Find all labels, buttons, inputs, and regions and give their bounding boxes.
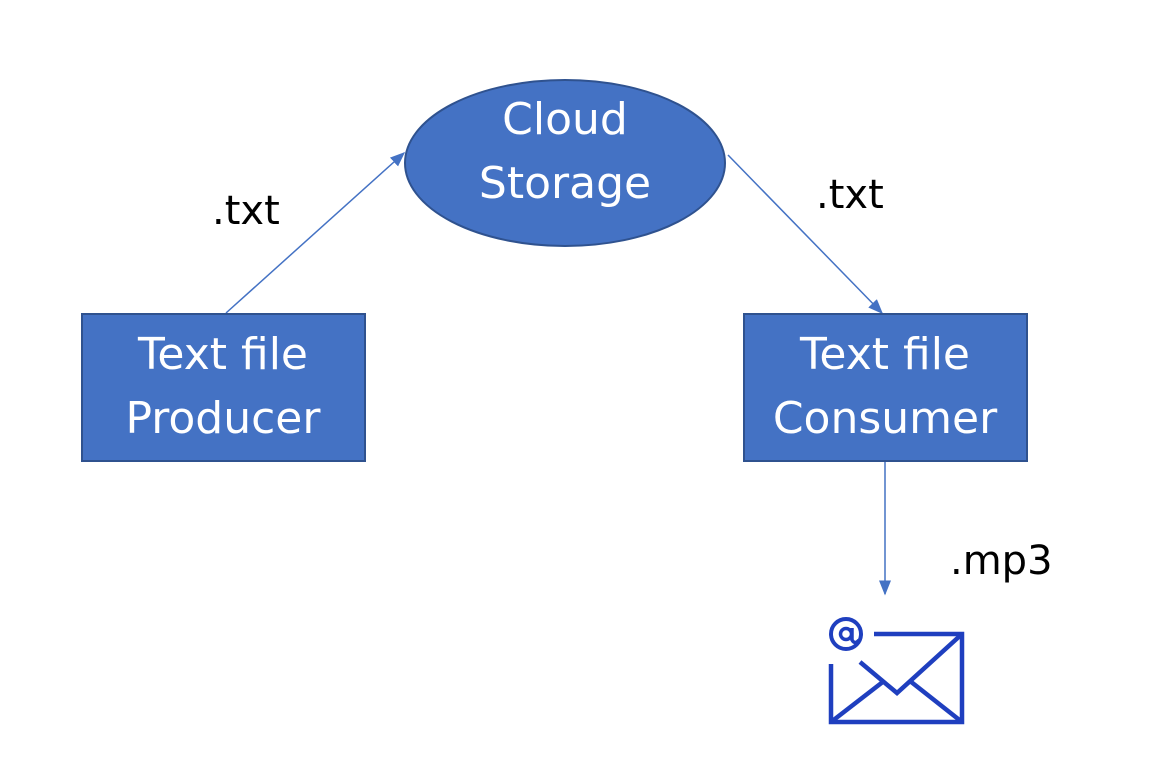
edge-label-producer-to-cloud: .txt xyxy=(212,188,280,234)
edge-producer-to-cloud xyxy=(225,151,406,314)
node-cloud-storage[interactable]: Cloud Storage xyxy=(404,79,726,247)
node-consumer[interactable]: Text file Consumer xyxy=(743,313,1028,462)
node-cloud-storage-line2: Storage xyxy=(479,158,651,209)
node-cloud-storage-line1: Cloud xyxy=(502,94,628,145)
edge-label-cloud-to-consumer: .txt xyxy=(816,172,884,218)
node-producer[interactable]: Text file Producer xyxy=(81,313,366,462)
node-consumer-line2: Consumer xyxy=(773,393,998,444)
edge-label-consumer-to-email: .mp3 xyxy=(950,538,1053,584)
email-at-icon xyxy=(828,617,965,725)
edge-cloud-to-consumer xyxy=(727,154,884,315)
node-producer-line1: Text file xyxy=(137,329,308,380)
node-producer-line2: Producer xyxy=(126,393,322,444)
node-consumer-line1: Text file xyxy=(799,329,970,380)
